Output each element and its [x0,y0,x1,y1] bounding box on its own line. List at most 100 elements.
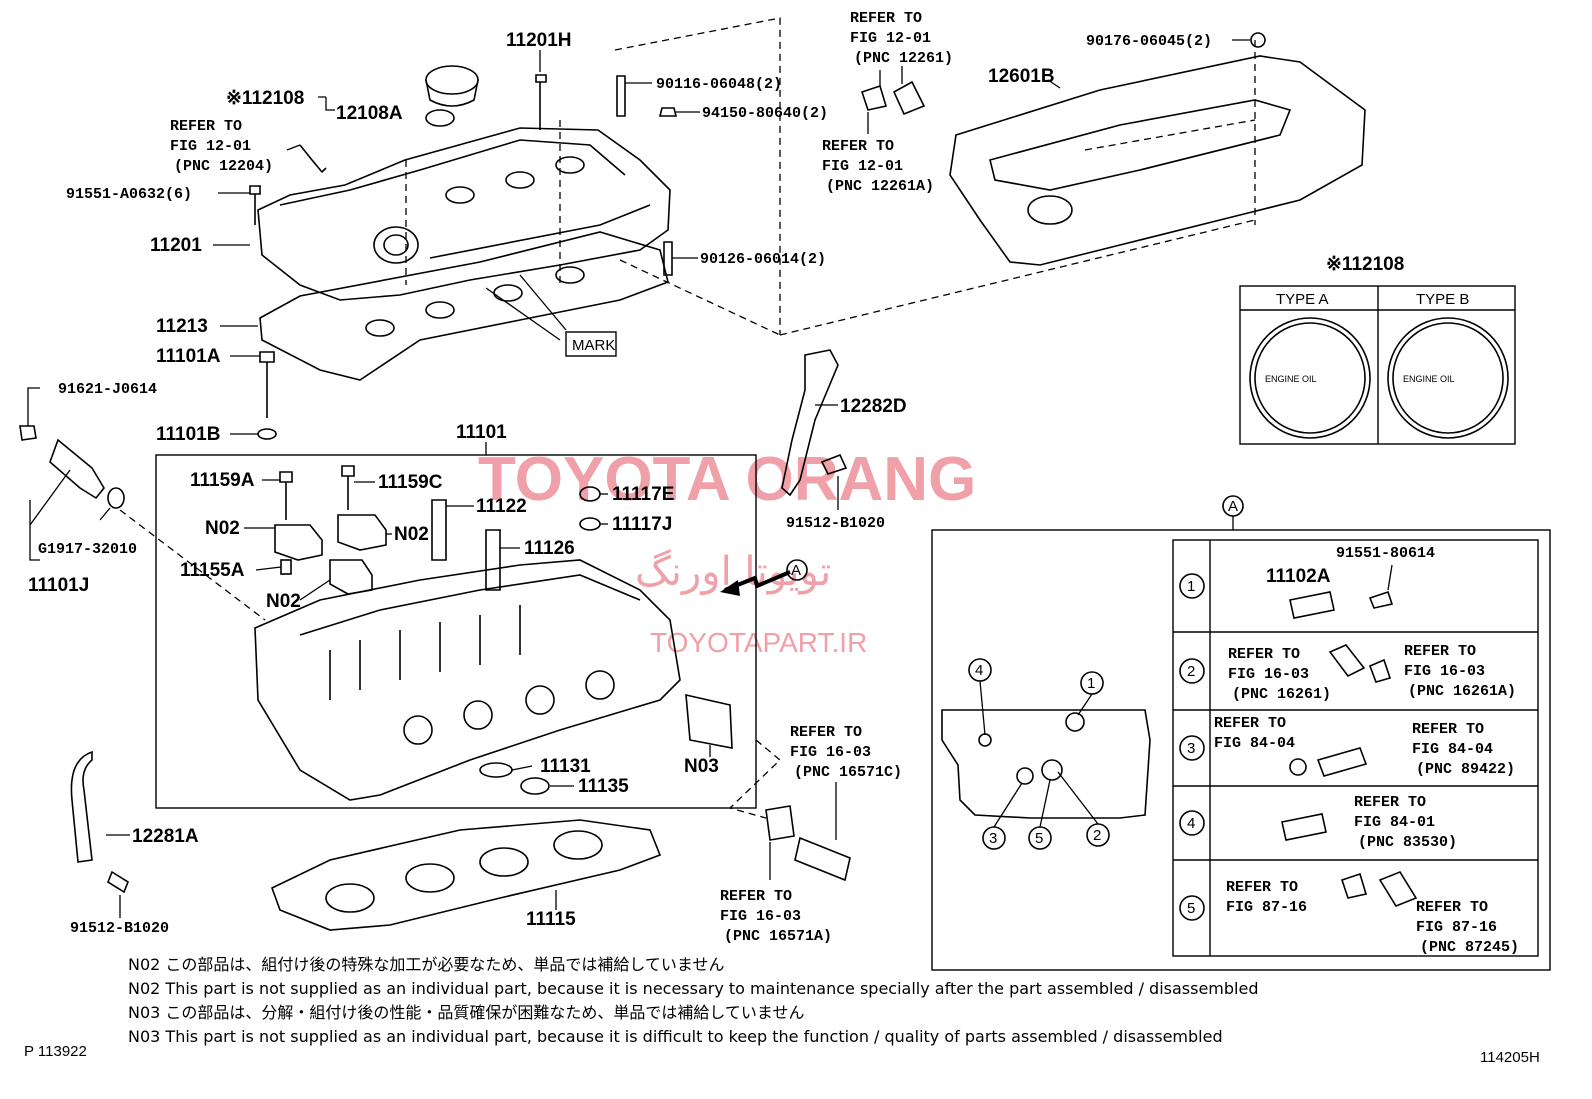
detail-a-box [931,529,1551,971]
nut-90176 [1250,32,1266,48]
bolt-11159C [341,465,355,510]
oil-cap-type-table [1239,285,1516,445]
ref4-l1: REFER TO [790,724,862,741]
label-90176: 90176-06045(2) [1086,33,1212,50]
label-11131: 11131 [540,756,591,777]
washer-11101B [257,428,277,440]
detail-a-marker-label: A [1228,498,1238,515]
row5-ref1-l1: REFER TO [1226,879,1298,896]
guide-11122 [431,499,447,561]
row5-ref1-l2: FIG 87-16 [1226,899,1307,916]
label-91551: 91551-A0632(6) [66,186,192,203]
label-N02-b: N02 [394,524,429,545]
footer-left: P 113922 [24,1043,87,1060]
sleeve-N03 [685,693,733,749]
row2-ref2-l2: FIG 16-03 [1404,663,1485,680]
ref2-l1: REFER TO [850,10,922,27]
label-11101: 11101 [456,422,507,443]
engine-cover [949,32,1366,266]
row2-ref2-l1: REFER TO [1404,643,1476,660]
engine-hanger-front [781,349,839,497]
ref1-l3: (PNC 12204) [174,158,273,175]
label-12108A: 12108A [336,103,403,124]
ref1-l2: FIG 12-01 [170,138,251,155]
row-num-1: 1 [1187,578,1195,595]
footer-right: 114205H [1480,1049,1540,1066]
oil-filler-cap [425,65,479,127]
bolt-91551 [249,185,261,225]
ref4-l3: (PNC 16571C) [794,764,902,781]
watermark-url: TOYOTAPART.IR [650,627,867,658]
sensor-11102A [1289,591,1335,619]
cap-b-text: ENGINE OIL [1403,374,1455,384]
guide-11126 [485,529,501,591]
label-11101B: 11101B [156,424,220,445]
label-90116: 90116-06048(2) [656,76,782,93]
part-91551-80614: 91551-80614 [1336,545,1435,562]
label-12281A: 12281A [132,826,199,847]
view-arrow [724,570,791,592]
plug-11131 [479,762,513,778]
row-num-4: 4 [1187,815,1195,832]
label-12601B: 12601B [988,66,1055,87]
hose-16571 [794,836,851,882]
label-91621: 91621-J0614 [58,381,157,398]
label-12108-type: ※112108 [1326,254,1404,275]
label-11101J: 11101J [28,575,89,596]
label-N02-c: N02 [266,591,301,612]
row3-ref2-l1: REFER TO [1412,721,1484,738]
label-11159C: 11159C [378,472,443,493]
clamp-12261A [860,84,888,111]
row2-ref1-l1: REFER TO [1228,646,1300,663]
bolt-91512-front [820,453,848,475]
label-91512-front: 91512-B1020 [786,515,885,532]
label-12108: ※112108 [226,88,304,109]
label-11213: 11213 [156,316,208,337]
ref3-l3: (PNC 12261A) [826,178,934,195]
stud-90126 [663,241,673,276]
note-n02-en: N02 This part is not supplied as an indi… [128,979,1258,998]
bolt-11101A [259,351,275,418]
row4-ref-l3: (PNC 83530) [1358,834,1457,851]
head-cover-gasket [259,231,669,381]
label-90126: 90126-06014(2) [700,251,826,268]
label-94150: 94150-80640(2) [702,105,828,122]
ref3-l2: FIG 12-01 [822,158,903,175]
row3-ref1-l1: REFER TO [1214,715,1286,732]
row-num-2: 2 [1187,663,1195,680]
bolt-91512-rear [107,870,129,894]
clamp-16571A [765,805,795,841]
cylinder-head [254,559,681,801]
label-mark: MARK [572,337,615,354]
clamp-87245 [1340,872,1368,899]
gasket-row3 [1289,758,1307,776]
camshaft-cap-b [337,514,387,551]
watermark-main: TOYOTA ORANG [478,445,976,514]
row2-ref2-l3: (PNC 16261A) [1408,683,1516,700]
note-n03-en: N03 This part is not supplied as an indi… [128,1027,1223,1046]
mark-box [565,331,617,357]
row-num-5: 5 [1187,900,1195,917]
bolt-11159A [279,471,293,520]
row2-ref1-l3: (PNC 16261) [1232,686,1331,703]
sensor-89422 [1316,747,1368,777]
row3-ref2-l2: FIG 84-04 [1412,741,1493,758]
ref3-l1: REFER TO [822,138,894,155]
clamp-16261A [1368,658,1392,683]
nut-94150 [658,107,678,117]
seal-11117J [579,517,601,531]
label-11135: 11135 [578,776,629,797]
label-91512-rear: 91512-B1020 [70,920,169,937]
part-11102A: 11102A [1266,566,1331,587]
row3-ref2-l3: (PNC 89422) [1416,761,1515,778]
row4-ref-l2: FIG 84-01 [1354,814,1435,831]
row3-ref1-l2: FIG 84-04 [1214,735,1295,752]
ref5-l3: (PNC 16571A) [724,928,832,945]
cylinder-head-gasket [271,819,662,931]
sensor-83530 [1281,813,1327,841]
label-N02-a: N02 [205,518,240,539]
label-12282D: 12282D [840,396,907,417]
bolt-91551-80614 [1368,590,1394,609]
callout-2: 2 [1093,827,1101,844]
